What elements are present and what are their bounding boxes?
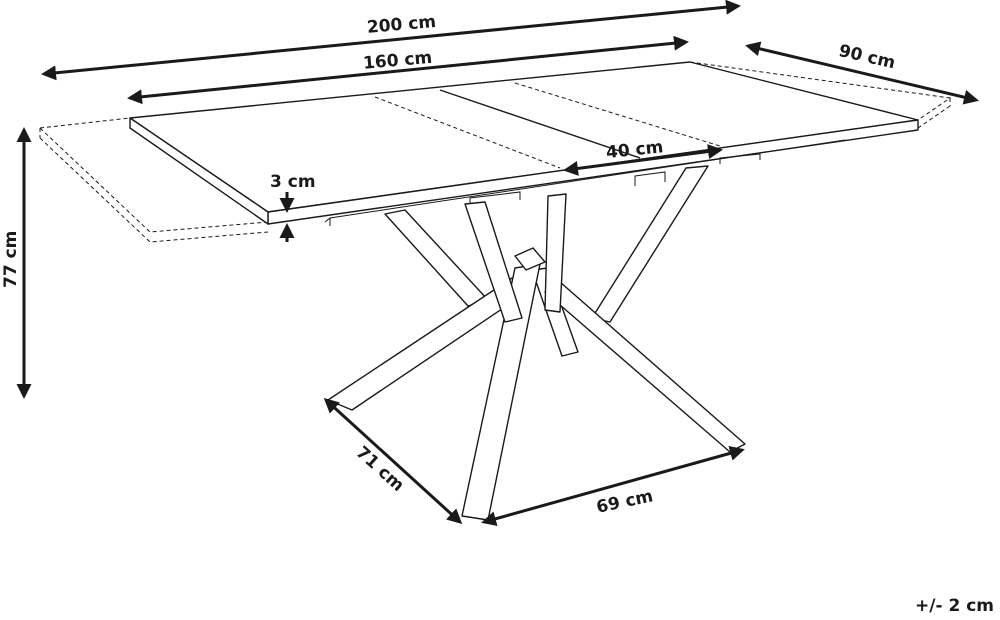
tolerance-note: +/- 2 cm bbox=[915, 596, 994, 616]
arrow-base-depth bbox=[323, 397, 463, 525]
label-base-width: 69 cm bbox=[595, 486, 655, 517]
arrow-base-width bbox=[481, 446, 745, 526]
arrow-depth bbox=[745, 41, 979, 105]
dimension-arrows bbox=[16, 0, 979, 526]
label-extended-length: 200 cm bbox=[366, 12, 437, 38]
arrow-length bbox=[127, 35, 689, 105]
label-top-thickness: 3 cm bbox=[270, 172, 316, 192]
table-base bbox=[327, 165, 746, 521]
arrow-extension-leaf bbox=[563, 144, 723, 176]
label-height: 77 cm bbox=[1, 231, 21, 288]
